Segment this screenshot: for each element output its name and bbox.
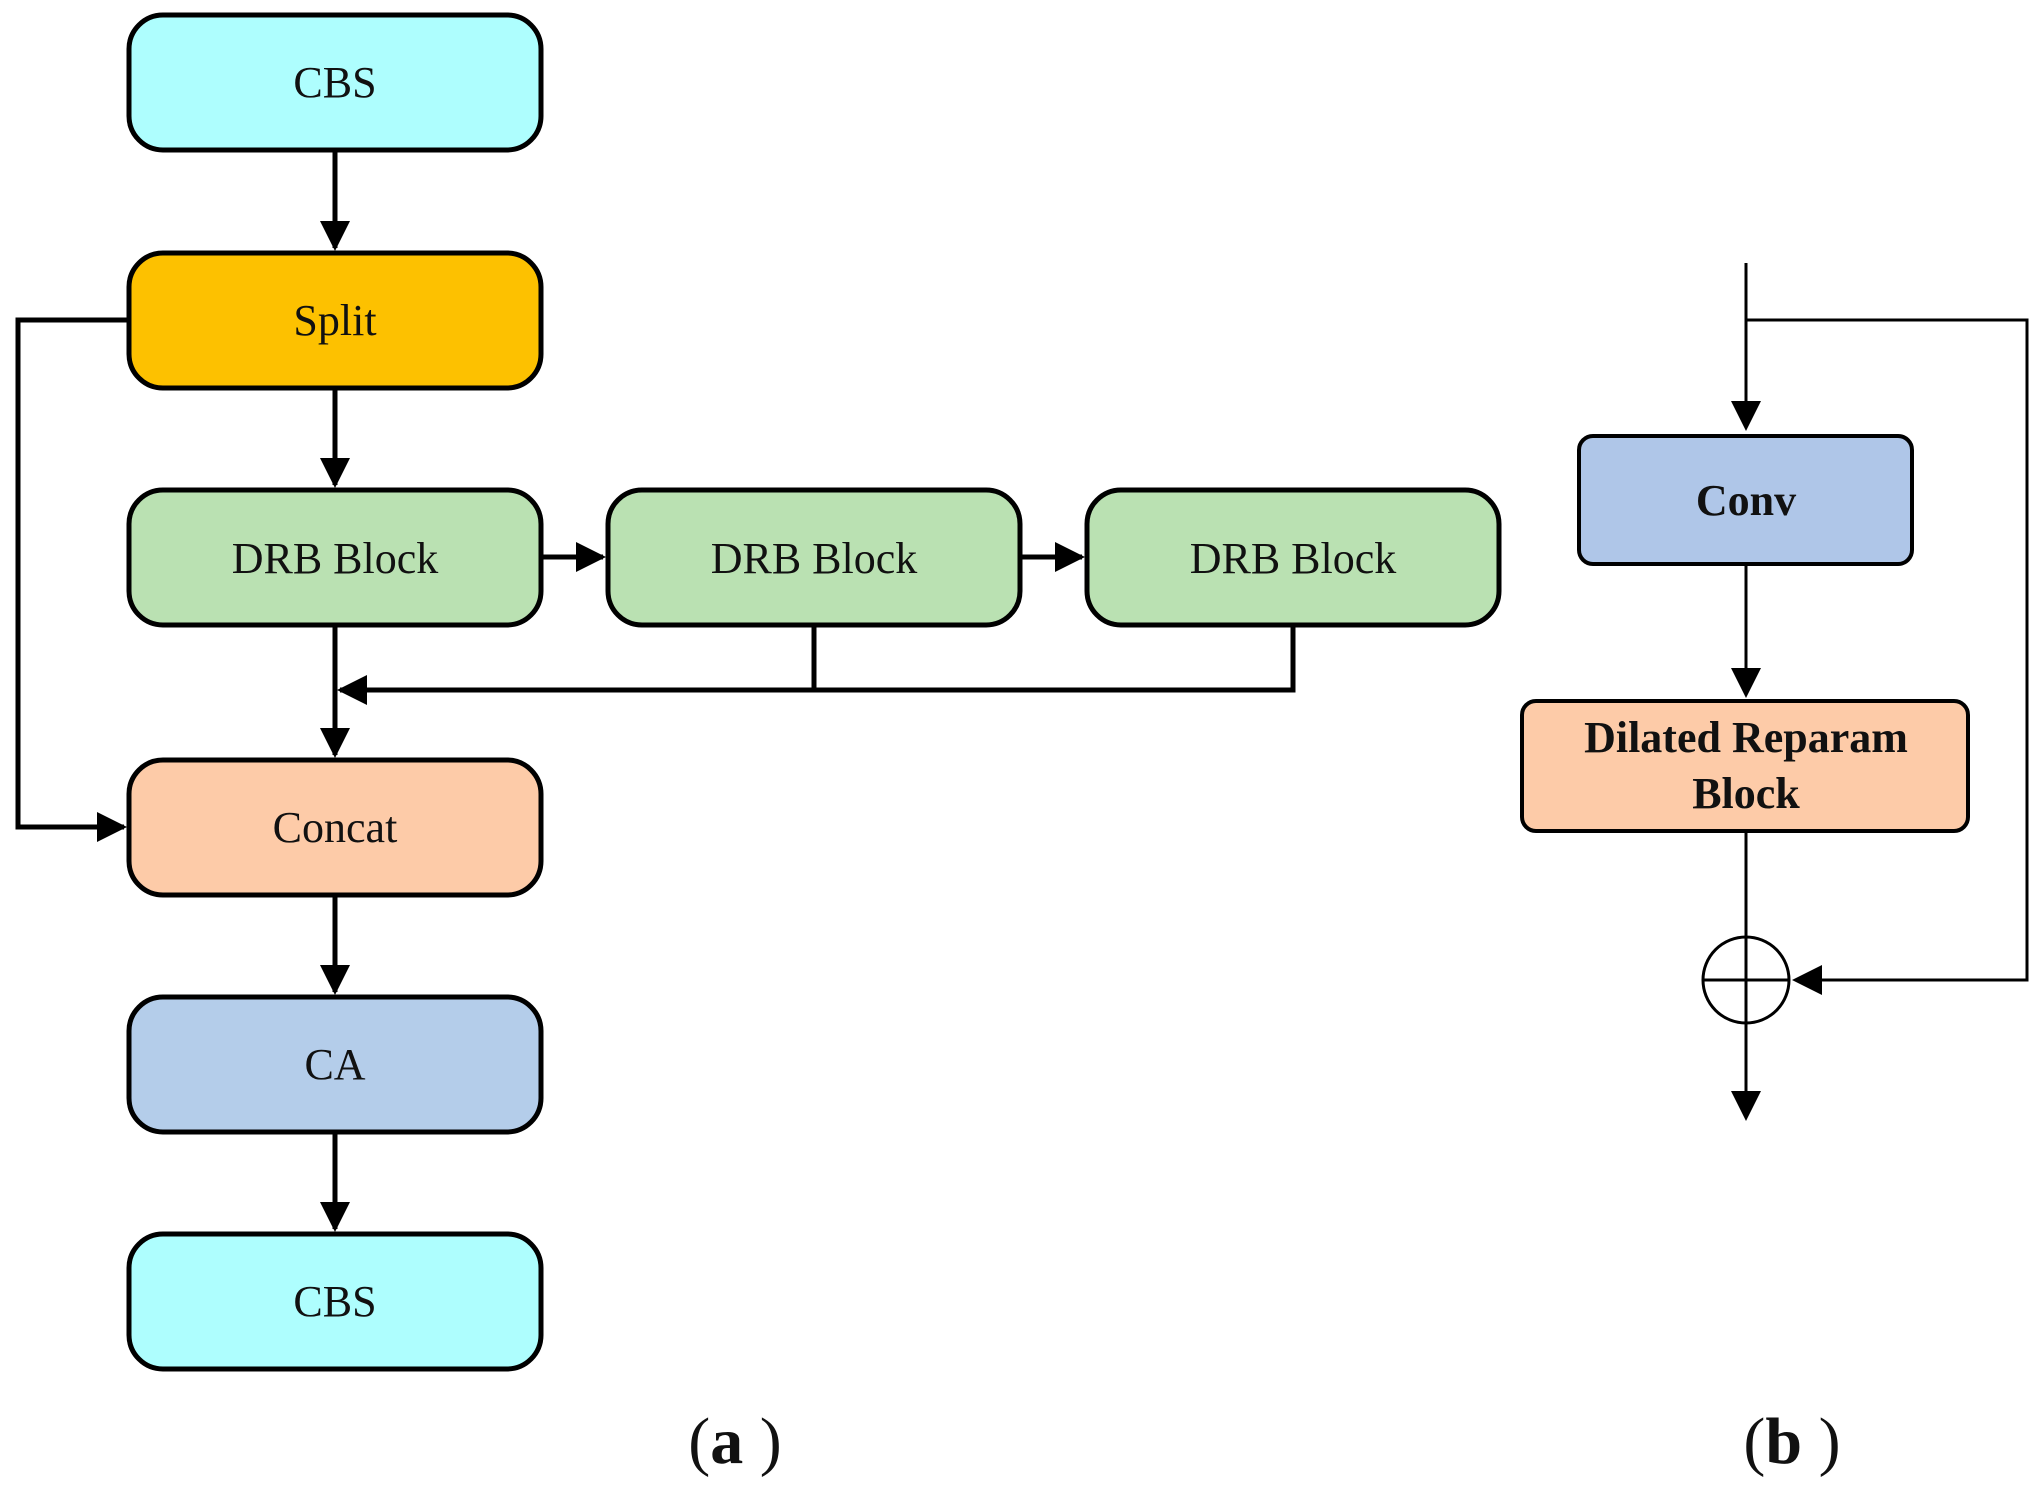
panel-b: Conv Dilated Reparam Block (b ) [1520, 263, 2029, 1478]
concat-node: Concat [126, 757, 544, 898]
arrow-split-bypass-to-concat [15, 317, 129, 842]
cbs-top-label: CBS [293, 58, 376, 107]
cbs-bottom-node: CBS [126, 1231, 544, 1372]
split-label: Split [293, 296, 376, 345]
concat-label: Concat [273, 803, 398, 852]
arrow-drb2-merge [337, 625, 817, 705]
conv-label: Conv [1696, 476, 1796, 525]
line-drb3-merge [814, 625, 1296, 693]
drb-block-2-label: DRB Block [711, 534, 918, 583]
dilated-reparam-label-line2: Block [1692, 769, 1800, 818]
dilated-reparam-node: Dilated Reparam Block [1520, 699, 1970, 833]
drb-block-3-label: DRB Block [1190, 534, 1397, 583]
cbs-top-node: CBS [126, 12, 544, 153]
cbs-bottom-box [126, 1231, 544, 1372]
dilated-reparam-label-line1: Dilated Reparam [1584, 713, 1908, 762]
drb-block-3-node: DRB Block [1084, 487, 1502, 628]
drb-block-1-label: DRB Block [232, 534, 439, 583]
panel-a: CBS Split DRB Block DRB Block DRB Block … [15, 12, 1502, 1478]
drb-block-2-node: DRB Block [605, 487, 1023, 628]
ca-node: CA [126, 994, 544, 1135]
cbs-bottom-label: CBS [293, 1277, 376, 1326]
split-node: Split [126, 250, 544, 391]
add-icon [1701, 935, 1791, 1025]
arrow-residual-to-add [1746, 318, 2029, 995]
caption-b: (b ) [1743, 1405, 1840, 1478]
ca-label: CA [304, 1040, 365, 1089]
conv-node: Conv [1577, 434, 1914, 566]
drb-block-1-node: DRB Block [126, 487, 544, 628]
caption-a: (a ) [688, 1405, 781, 1478]
